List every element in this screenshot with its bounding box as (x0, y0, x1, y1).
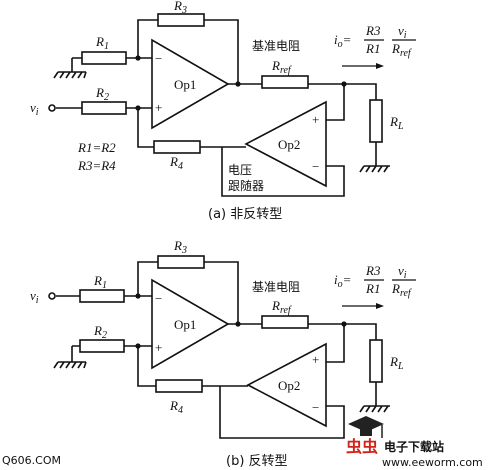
op1-label-a: Op1 (174, 77, 196, 92)
vin-label-a: vi (30, 100, 39, 118)
watermark-site: www.eeworm.com (382, 456, 483, 469)
resistor-rl-b (369, 339, 383, 383)
formula-num1-a: R3 (365, 23, 381, 38)
junction-dot-b3 (341, 321, 347, 327)
watermark-brand-text: 电子下载站 (384, 439, 444, 454)
vin-label-b: vi (30, 288, 39, 306)
junction-dot-a4 (135, 105, 141, 111)
r4-label-b: R4 (169, 398, 183, 416)
resistor-r2-a (81, 101, 127, 115)
op2-plus-b: + (312, 352, 319, 367)
op2-minus-a: − (312, 159, 319, 174)
current-arrowhead-b (376, 303, 384, 309)
ground-rl-b (359, 405, 390, 413)
caption-b: (b) 反转型 (226, 454, 288, 469)
op2-plus-a: + (312, 112, 319, 127)
formula-den2-b: Rref (391, 281, 412, 299)
r2-label-a: R2 (95, 85, 109, 103)
ground-r2-b (53, 360, 87, 369)
diagram-b: Op1 − + Op2 + − R1 R2 R3 R4 Rref RL vi 基… (30, 238, 416, 469)
op1-plus-a: + (155, 100, 162, 115)
ground-r1-a (53, 70, 87, 79)
resistor-rl-a (369, 99, 383, 143)
equality-r1-r2: R1=R2 (77, 140, 116, 155)
junction-dot-a2 (235, 81, 241, 87)
r4-label-a: R4 (169, 154, 183, 172)
resistor-rref-b (261, 315, 309, 329)
ground-rl-a (359, 165, 390, 173)
input-terminal-a (48, 104, 56, 112)
follower-label-line1-a: 电压 (228, 163, 252, 177)
rl-label-a: RL (389, 114, 404, 132)
resistor-r1-b (79, 289, 125, 303)
r3-label-a: R3 (173, 0, 187, 16)
r3-label-b: R3 (173, 238, 187, 256)
resistor-r3-b (157, 255, 205, 269)
junction-dot-a1 (135, 55, 141, 61)
op2-minus-b: − (312, 400, 319, 415)
op1-amplifier-a (151, 38, 230, 130)
current-arrowhead-a (376, 63, 384, 69)
op2-amplifier-b (246, 342, 327, 428)
formula-lhs-b: io= (334, 272, 351, 290)
ref-resistor-label-a: 基准电阻 (252, 39, 300, 53)
formula-num2-b: vi (398, 263, 407, 281)
op1-plus-b: + (155, 340, 162, 355)
junction-dot-b2 (235, 321, 241, 327)
watermark-brand: 虫虫 (346, 437, 378, 456)
rl-label-b: RL (389, 354, 404, 372)
op1-minus-a: − (155, 51, 162, 66)
resistor-r1-a (81, 51, 127, 65)
op2-label-b: Op2 (278, 378, 300, 393)
resistor-r4-a (153, 140, 201, 154)
r1-label-b: R1 (93, 273, 107, 291)
junction-dot-a3 (341, 81, 347, 87)
op1-amplifier-b (151, 278, 230, 370)
equality-r3-r4: R3=R4 (77, 158, 116, 173)
formula-den2-a: Rref (391, 41, 412, 59)
graduation-cap-icon (348, 416, 384, 438)
rref-label-a: Rref (271, 58, 292, 76)
rref-label-b: Rref (271, 298, 292, 316)
input-terminal-b (48, 292, 56, 300)
watermark-left: Q606.COM (2, 454, 61, 467)
resistor-r4-b (155, 379, 203, 393)
formula-den1-a: R1 (365, 41, 380, 56)
formula-num2-a: vi (398, 23, 407, 41)
ref-resistor-label-b: 基准电阻 (252, 280, 300, 294)
r2-label-b: R2 (93, 323, 107, 341)
junction-dot-b4 (135, 343, 141, 349)
follower-label-line2-a: 跟随器 (228, 178, 264, 193)
op2-label-a: Op2 (278, 137, 300, 152)
caption-a: (a) 非反转型 (208, 207, 282, 222)
resistor-rref-a (261, 75, 309, 89)
watermark: Q606.COM 虫虫 电子下载站 www.eeworm.com (2, 416, 483, 469)
formula-lhs-a: io= (334, 32, 351, 50)
junction-dot-b1 (135, 293, 141, 299)
op1-label-b: Op1 (174, 317, 196, 332)
op1-minus-b: − (155, 291, 162, 306)
formula-a: io= R3 R1 vi Rref (334, 23, 416, 59)
resistor-r2-b (79, 339, 125, 353)
r1-label-a: R1 (95, 34, 109, 52)
op2-amplifier-a (244, 100, 327, 188)
formula-b: io= R3 R1 vi Rref (334, 263, 416, 299)
formula-den1-b: R1 (365, 281, 380, 296)
formula-num1-b: R3 (365, 263, 381, 278)
diagram-a: Op1 − + Op2 + − R1 R2 R3 R4 Rref RL (30, 0, 416, 222)
